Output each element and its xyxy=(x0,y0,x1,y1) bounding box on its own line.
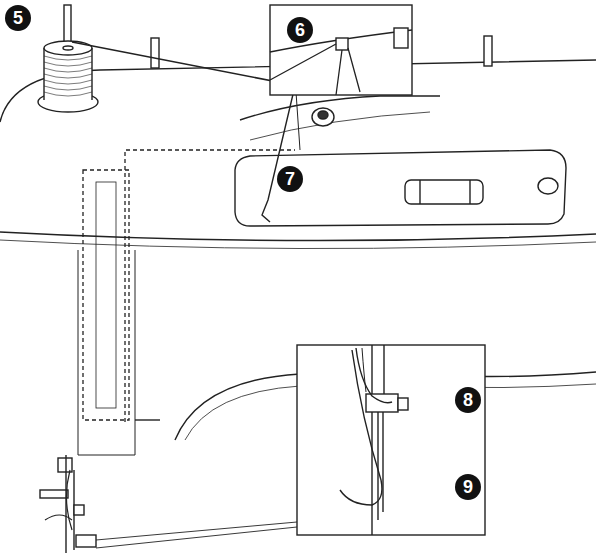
machine-head xyxy=(78,250,135,455)
inset-post xyxy=(394,28,408,48)
clamp-screw xyxy=(398,398,408,410)
machine-front-edge xyxy=(0,232,596,241)
spool-body xyxy=(44,48,92,100)
needle-bar xyxy=(371,345,372,535)
thread xyxy=(72,42,288,84)
top-cover-ridge xyxy=(250,112,430,140)
thread xyxy=(296,92,300,150)
tension-dial xyxy=(318,111,328,119)
callout-number: 5 xyxy=(5,5,31,31)
spool-body xyxy=(44,48,92,100)
needle-clamp xyxy=(58,458,72,472)
callout-number: 7 xyxy=(277,166,303,192)
thread xyxy=(356,348,392,403)
takeup-slot xyxy=(96,182,116,408)
thread xyxy=(45,515,72,520)
callout-number: 9 xyxy=(455,474,481,500)
thread xyxy=(66,470,72,530)
thread xyxy=(362,348,366,392)
bobbin-line xyxy=(469,180,470,204)
thread-post xyxy=(151,38,159,68)
thread-path xyxy=(125,150,295,422)
presser-foot xyxy=(76,535,96,547)
callout-number: 6 xyxy=(287,17,313,43)
detail-inset xyxy=(270,5,412,95)
machine-head xyxy=(135,419,160,420)
top-cover-ridge xyxy=(240,96,440,120)
needle xyxy=(382,412,383,512)
tension-dial xyxy=(312,108,334,126)
thread-post xyxy=(484,36,492,66)
leader-line xyxy=(96,522,297,540)
presser-foot xyxy=(40,490,68,498)
bobbin-line xyxy=(419,180,420,204)
needle-bar xyxy=(383,345,384,395)
inset-guide xyxy=(336,38,348,50)
machine-front-edge xyxy=(0,240,596,249)
winder-stop xyxy=(538,178,558,194)
spool-hole xyxy=(63,46,73,50)
needle-clamp xyxy=(74,505,84,515)
detail-inset xyxy=(297,345,485,535)
needle-clamp xyxy=(366,394,398,412)
bobbin-winder xyxy=(405,180,483,204)
spool-windings xyxy=(44,56,92,96)
needle xyxy=(377,412,378,520)
thread xyxy=(262,90,294,222)
top-recess xyxy=(235,150,566,226)
thread-path xyxy=(83,170,129,420)
callout-number: 8 xyxy=(455,387,481,413)
thread xyxy=(340,350,382,505)
thread xyxy=(270,44,360,95)
spool-top xyxy=(44,41,92,55)
